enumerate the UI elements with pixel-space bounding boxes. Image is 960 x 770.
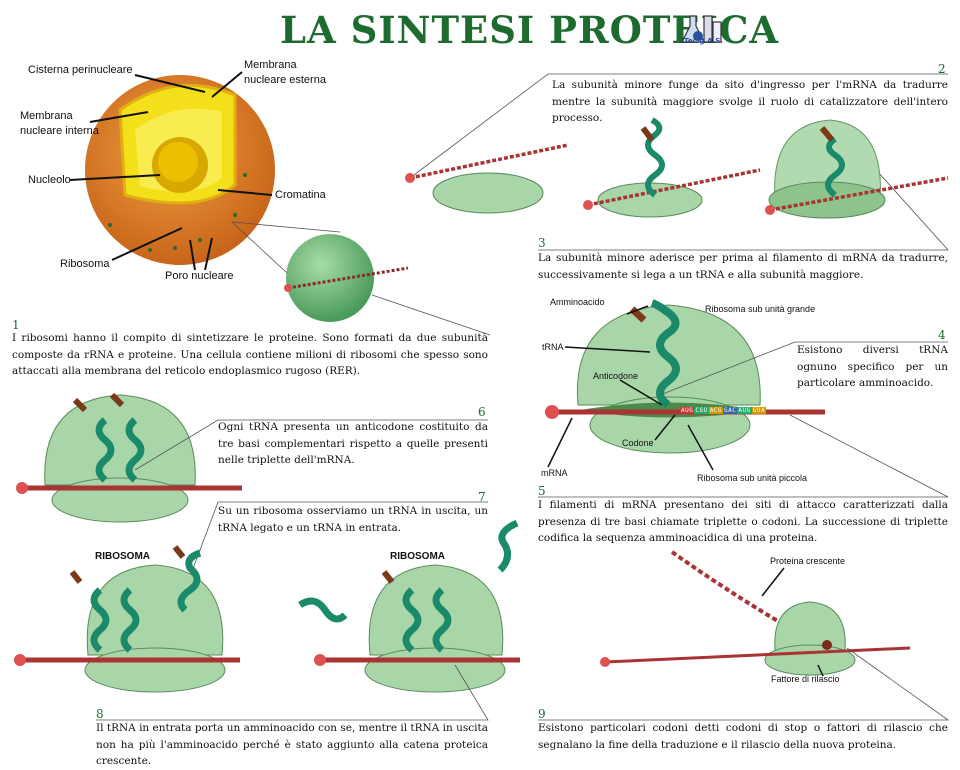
step6-ribosome [16, 392, 242, 523]
codon: GUA [751, 407, 767, 414]
label-codone: Codone [622, 438, 654, 448]
step-7-text: Su un ribosoma osserviamo un tRNA in usc… [218, 505, 488, 534]
step-3-number: 3 [538, 236, 546, 250]
label-membrana-interna-2: nucleare interna [20, 125, 99, 137]
logo-text: Tec.g.A.S. [684, 37, 723, 45]
label-fattore: Fattore di rilascio [771, 674, 840, 684]
label-amminoacido: Amminoacido [550, 297, 605, 307]
step9-release [600, 550, 911, 677]
label-ribosoma-1: RIBOSOMA [95, 551, 150, 562]
label-proteina: Proteina crescente [770, 556, 846, 566]
label-ribosoma-2: RIBOSOMA [390, 551, 445, 562]
step-8-number: 8 [96, 707, 104, 721]
codon: CGU [694, 407, 709, 414]
label-sub-grande: Ribosoma sub unità grande [705, 304, 816, 314]
stage-ribosomes [405, 117, 949, 219]
step-2-text: La subunità minore funge da sito d'ingre… [552, 79, 948, 124]
nucleus-illustration [85, 75, 275, 265]
label-cromatina: Cromatina [275, 189, 326, 201]
step-8-text: Il tRNA in entrata porta un amminoacido … [96, 722, 488, 767]
label-cisterna: Cisterna perinucleare [28, 64, 133, 76]
codon: AUG [680, 407, 695, 414]
step-2-number: 2 [938, 62, 946, 76]
label-nucleolo: Nucleolo [28, 174, 71, 186]
label-trna: tRNA [542, 342, 564, 352]
label-poro: Poro nucleare [165, 270, 234, 282]
label-membrana-esterna-1: Membrana [244, 59, 297, 71]
label-sub-piccola: Ribosoma sub unità piccola [697, 473, 808, 483]
label-ribosoma: Ribosoma [60, 258, 110, 270]
step-5-number: 5 [538, 484, 546, 498]
step-4-number: 4 [938, 328, 946, 342]
step-4-text: Esistono diversi tRNA ognuno specifico p… [797, 344, 948, 389]
step-3-text: La subunità minore aderisce per prima al… [538, 252, 948, 281]
codon: ACG [708, 407, 724, 414]
codon: GAC [723, 407, 738, 414]
label-membrana-interna-1: Membrana [20, 110, 73, 122]
step-9-number: 9 [538, 707, 546, 721]
step-1-text: I ribosomi hanno il compito di sintetizz… [12, 332, 488, 377]
step-7-number: 7 [478, 490, 486, 504]
step-9-text: Esistono particolari codoni detti codoni… [538, 722, 948, 751]
step-1-number: 1 [12, 318, 20, 332]
big-ribosome [545, 299, 825, 471]
step-6-text: Ogni tRNA presenta un anticodone costitu… [218, 421, 488, 466]
label-mrna: mRNA [541, 468, 568, 478]
step-5-text: I filamenti di mRNA presentano dei siti … [538, 499, 948, 544]
step7-ribosomes [14, 519, 520, 693]
lab-flask-icon [681, 15, 722, 43]
step-6-number: 6 [478, 405, 486, 419]
label-membrana-esterna-2: nucleare esterna [244, 74, 326, 86]
label-anticodone: Anticodone [593, 371, 639, 381]
codon: AUG [737, 407, 752, 414]
